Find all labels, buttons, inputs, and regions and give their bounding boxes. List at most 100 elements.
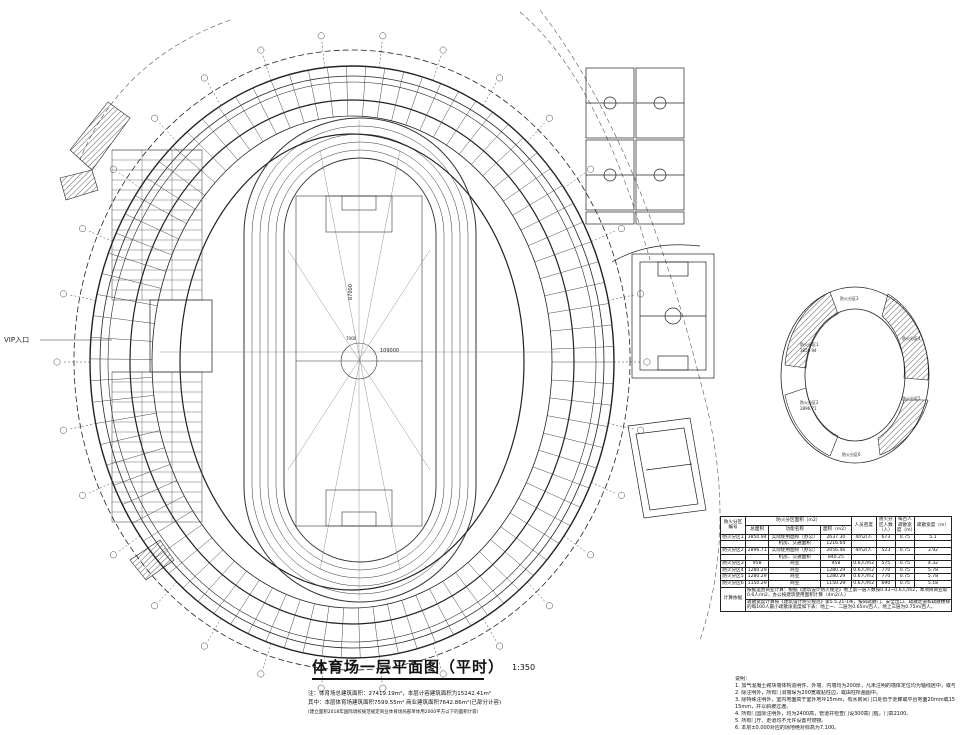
axis-bubble — [618, 491, 625, 499]
axis-leader — [591, 229, 618, 242]
zone-cell-area: 1280.29 — [820, 566, 852, 575]
radial-line — [544, 282, 605, 297]
basketball-courts — [585, 67, 685, 225]
radial-line — [512, 185, 563, 216]
stadium-building-rings — [73, 49, 631, 671]
fire-zone-diagram: 防火分区1 3850.94 防火分区2 2896.71 防火分区3 防火分区4 … — [780, 286, 930, 464]
fz-label-6: 防火分区6 — [842, 451, 861, 457]
radial-line — [93, 315, 155, 324]
radial-line — [106, 447, 165, 466]
zone-cell-id: 防火分区5 — [720, 573, 746, 581]
zone-cell-density — [850, 553, 877, 562]
radial-line — [550, 324, 612, 332]
radial-line — [518, 497, 571, 527]
zone-cell-total — [744, 553, 770, 562]
radial-line — [482, 137, 524, 176]
zone-cell-func: 机房、交通面积 — [768, 553, 822, 562]
area-note-2: 其中：本层体育场建筑面积7599.55m² 商业建筑面积7642.86m²(已部… — [308, 700, 502, 706]
dim-width: 67000 — [348, 284, 354, 300]
th-exit-width: 疏散宽度（m） — [913, 516, 953, 535]
axis-leader — [68, 423, 96, 430]
radial-line — [95, 412, 157, 424]
radial-line — [218, 107, 251, 151]
radial-line — [90, 358, 153, 360]
axis-bubble — [201, 642, 208, 650]
radial-line — [146, 177, 196, 210]
radial-line — [458, 111, 493, 155]
th-zone-area: 防火分区面积（m2） — [745, 516, 852, 526]
radial-line — [321, 606, 330, 657]
radial-line — [362, 66, 366, 117]
radial-line — [479, 551, 520, 591]
zone-cell-people — [875, 553, 896, 562]
th-people: 防火分区人数（人） — [875, 516, 896, 535]
axis-leader — [563, 535, 587, 553]
radial-line — [289, 74, 305, 124]
axis-bubble — [79, 491, 86, 499]
radial-line — [415, 595, 436, 643]
note-line: 2. 除注明外，所有门洞墙垛为200宽或贴柱边，或由柱所画图中。 — [735, 690, 881, 696]
radial-line — [391, 71, 405, 121]
axis-bubble — [439, 46, 447, 54]
radial-line — [122, 480, 177, 505]
note-line: 15mm，并以斜坡过渡。 — [735, 704, 792, 710]
zone-cell-func: 商业 — [768, 560, 822, 568]
axis-leader — [117, 171, 141, 189]
zone-cell-total: 958 — [744, 560, 770, 568]
zone-cell-area: 958 — [820, 560, 852, 568]
radial-line — [283, 599, 301, 648]
zone-cell-func: 实际使用面积（办公） — [768, 533, 822, 542]
court-center-circle — [603, 168, 617, 182]
fz-label-2: 防火分区2 — [800, 399, 819, 405]
zone-cell-total — [744, 540, 770, 548]
area-note-3: (建立面积2018年国际调校规范规定商业体育场局部单体用2000平方以下的面积计… — [308, 710, 479, 715]
axis-bubble — [496, 642, 503, 650]
axis-leader — [563, 171, 587, 189]
zone-cell-density: 0.6人/m2 — [850, 579, 877, 588]
field-dimensions: 109000 67000 7000 — [346, 284, 399, 354]
general-notes: 说明： 1. 加气混凝土砌块墙体构造明件、外墙、内墙均为200厚，凡未注明的墙体… — [735, 676, 955, 732]
radial-grid-lines — [53, 32, 651, 692]
zone-cell-exit: 5.78 — [913, 566, 953, 575]
radial-line — [500, 526, 547, 561]
radial-line — [116, 232, 173, 256]
radial-line — [358, 607, 361, 658]
radial-line — [100, 430, 160, 445]
axis-bubble — [151, 114, 159, 122]
zone-cell-area: 1280.29 — [820, 573, 852, 581]
radial-line — [551, 346, 614, 350]
radial-line — [526, 482, 581, 508]
axis-leader — [591, 482, 618, 495]
radial-line — [446, 100, 477, 146]
basis-title: 计算依据 — [720, 586, 746, 612]
radial-line — [548, 303, 609, 314]
court-edge — [585, 211, 635, 225]
radial-line — [532, 466, 590, 489]
zone-cell-density: 0.6人/m2 — [850, 573, 877, 581]
axis-leader — [482, 81, 498, 106]
axis-bubble — [545, 602, 553, 610]
axis-bubble — [587, 551, 595, 559]
axis-leader — [608, 294, 636, 301]
radial-line — [143, 510, 193, 542]
radial-line — [202, 118, 239, 161]
radial-line — [92, 395, 154, 403]
zone-cell-width: 0.75 — [894, 566, 915, 575]
radial-line — [270, 80, 291, 129]
zone-cell-id: 防火分区3 — [720, 560, 746, 568]
fz-area-2: 2896.71 — [800, 406, 817, 411]
radial-line — [90, 336, 153, 342]
radial-line — [442, 581, 472, 626]
zone-cell-id: 防火分区4 — [720, 566, 746, 575]
th-total: 总面积 — [744, 524, 770, 535]
radial-line — [405, 76, 423, 126]
notes-title: 说明： — [735, 676, 751, 682]
zone-cell-total: 2896.71 — [744, 546, 770, 555]
zone-cell-width: 0.75 — [894, 573, 915, 581]
zone-cell-total: 3850.94 — [744, 533, 770, 542]
axis-leader — [206, 618, 222, 643]
